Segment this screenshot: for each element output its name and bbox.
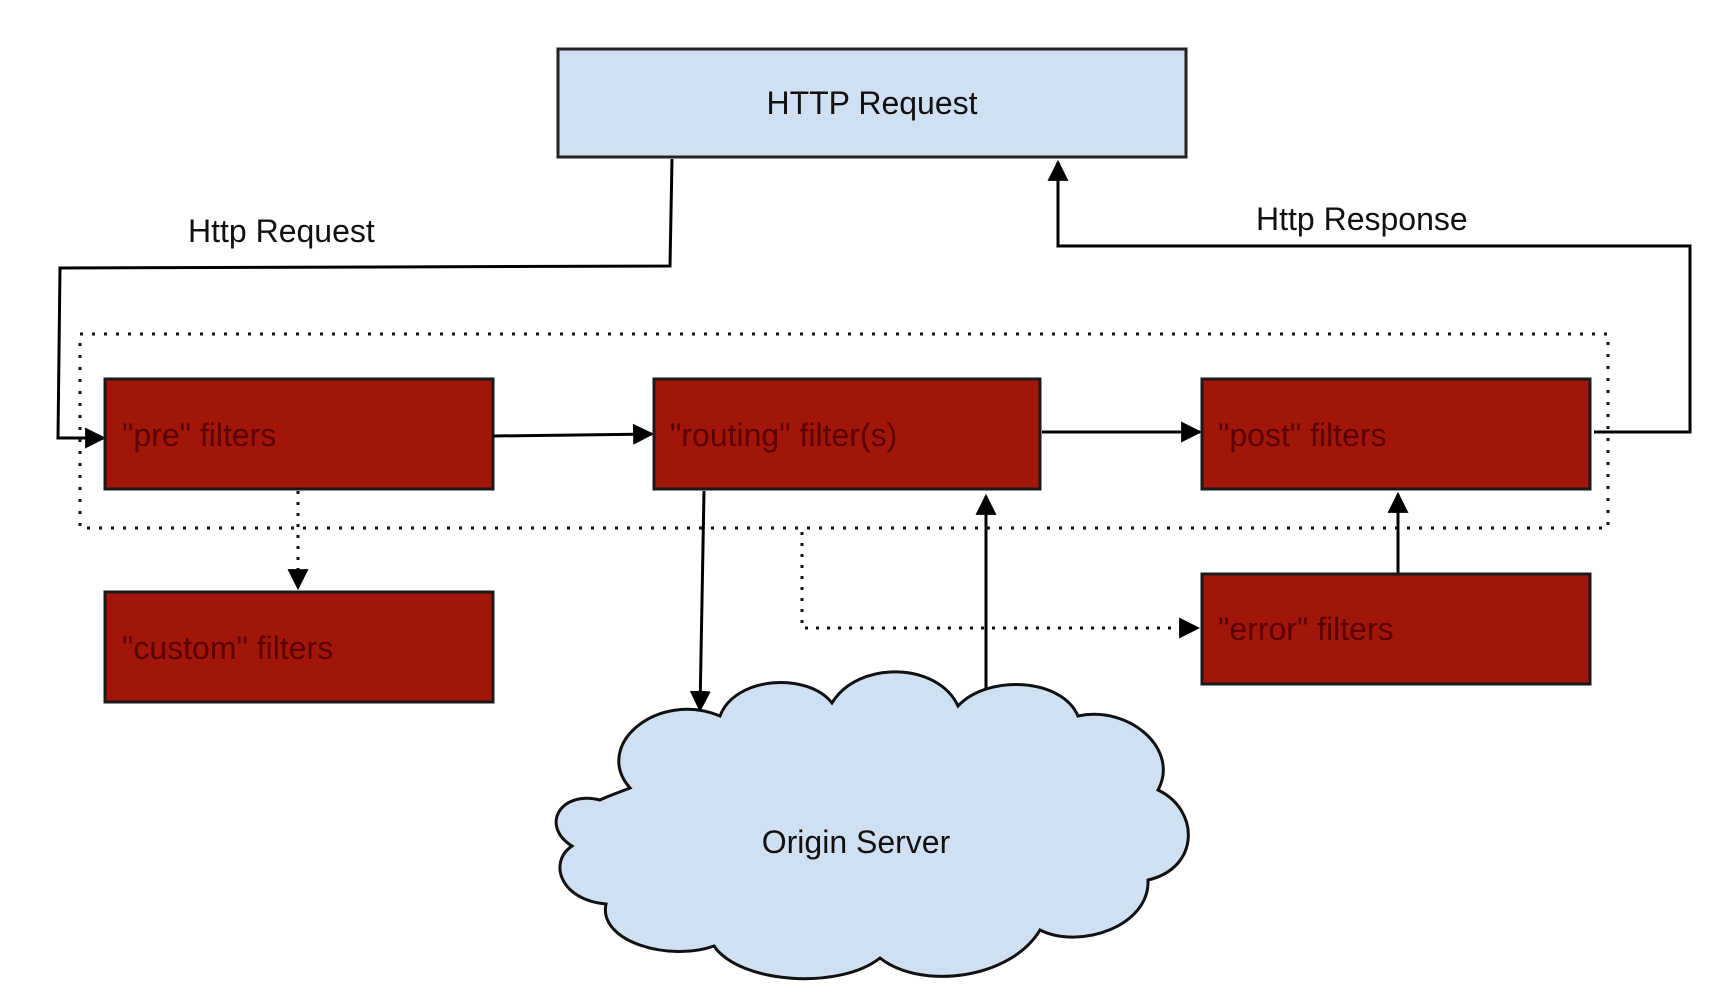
error-filters-box: [1200, 572, 1592, 686]
custom-filters-label: "custom" filters: [122, 630, 333, 666]
origin-server-cloud: [554, 670, 1190, 981]
routing-filters-box: [652, 377, 1042, 491]
pre-filters-node: "pre" filters: [103, 377, 495, 491]
pre-to-routing-arrow: [493, 423, 655, 445]
error-filters-label: "error" filters: [1218, 611, 1394, 647]
routing-to-origin-arrow: [689, 490, 711, 713]
routing-filters-label: "routing" filter(s): [670, 417, 897, 453]
post-filters-box: [1200, 377, 1592, 491]
http-request-box: [556, 47, 1188, 159]
origin-server-node: Origin Server: [554, 670, 1190, 981]
http-request-node-label: HTTP Request: [766, 85, 977, 121]
post-filters-label: "post" filters: [1218, 417, 1387, 453]
error-filters-node: "error" filters: [1200, 572, 1592, 686]
origin-server-label: Origin Server: [762, 824, 951, 860]
pre-filters-box: [103, 377, 495, 491]
custom-filters-box: [103, 590, 495, 704]
routing-filters-node: "routing" filter(s): [652, 377, 1042, 491]
request-flow-arrow: [56, 158, 674, 449]
custom-filters-node: "custom" filters: [103, 590, 495, 704]
to-error-dotted-arrow: [800, 532, 1201, 639]
filter-chain-container: [78, 332, 1610, 530]
http-request-node: HTTP Request: [556, 47, 1188, 159]
pre-filters-label: "pre" filters: [122, 417, 276, 453]
post-filters-node: "post" filters: [1200, 377, 1592, 491]
response-flow-arrow: [1047, 159, 1692, 434]
http-request-edge-label: Http Request: [188, 213, 375, 249]
http-response-edge-label: Http Response: [1256, 201, 1468, 237]
